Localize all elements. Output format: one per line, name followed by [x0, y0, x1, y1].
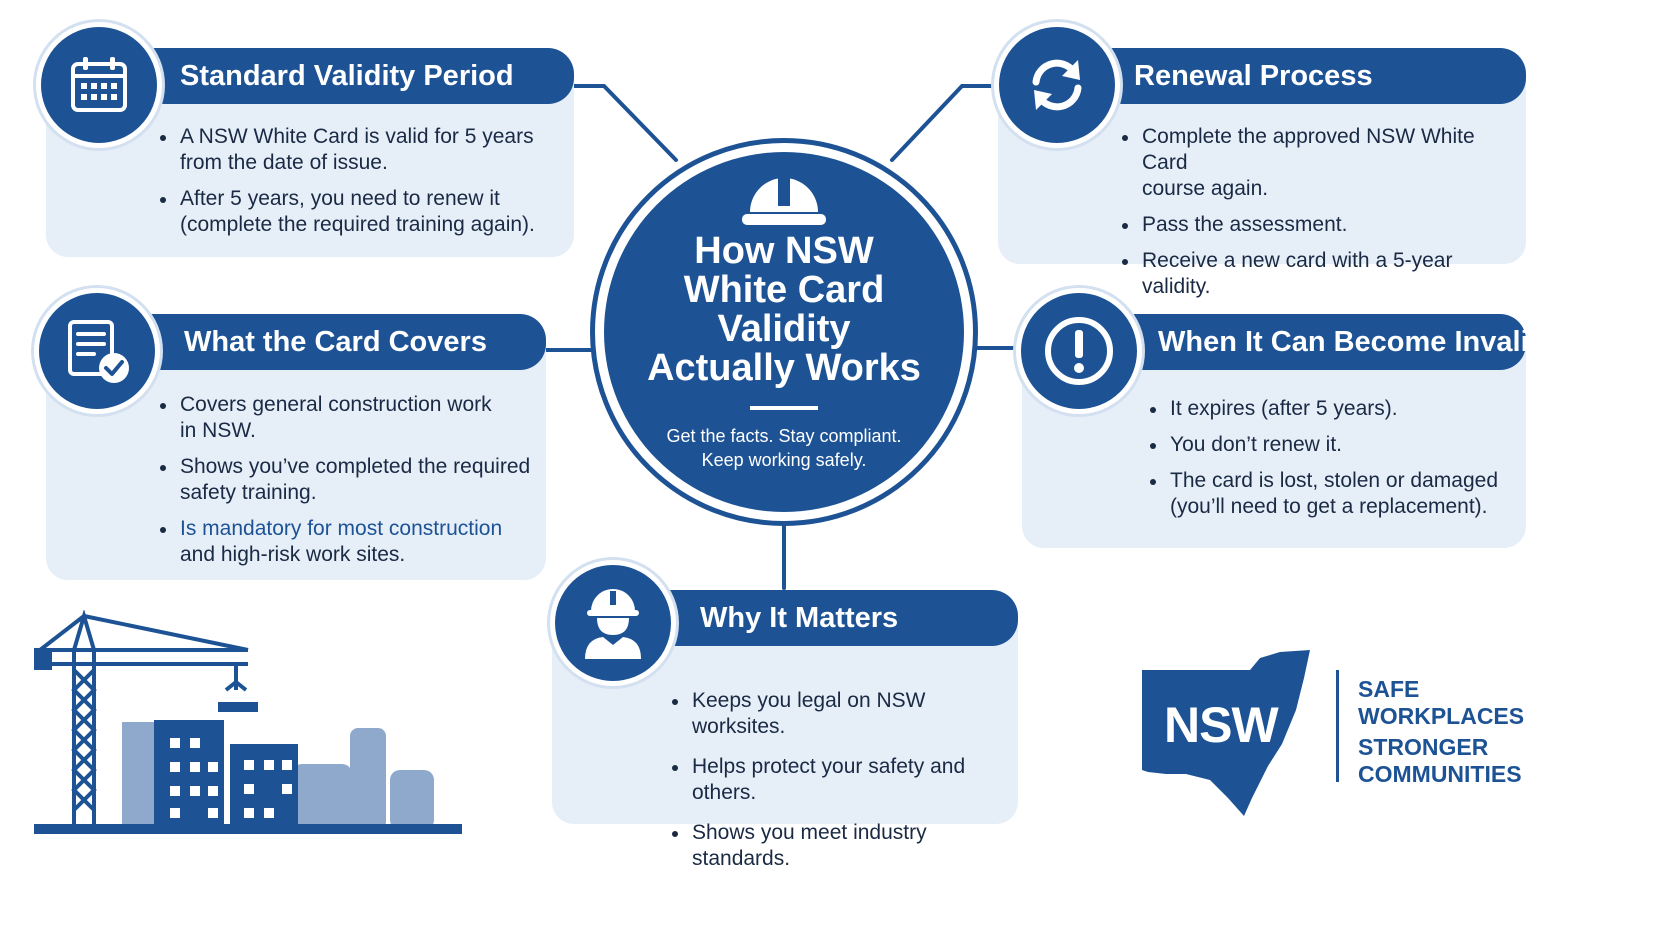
list-item: It expires (after 5 years).: [1146, 396, 1518, 422]
center-divider: [750, 406, 818, 410]
logo-divider: [1336, 670, 1339, 782]
nsw-map-logo: [1142, 650, 1310, 816]
renewal-header: Renewal Process: [1050, 48, 1526, 104]
coverage-header: What the Card Covers: [96, 314, 546, 370]
tagline: SAFE WORKPLACES STRONGER COMMUNITIES: [1358, 676, 1525, 787]
worker-icon: [585, 589, 641, 659]
list-item: The card is lost, stolen or damaged(you’…: [1146, 468, 1518, 520]
refresh-badge: [994, 22, 1120, 148]
coverage-title: What the Card Covers: [184, 325, 487, 358]
list-item: Shows you meet industry standards.: [668, 820, 1008, 872]
construction-crane-illustration: [34, 610, 462, 834]
nsw-logo-text: NSW: [1164, 697, 1279, 753]
list-item: Pass the assessment.: [1118, 212, 1518, 238]
document-badge: [34, 288, 160, 414]
document-check-icon: [68, 320, 129, 383]
renewal-title: Renewal Process: [1134, 59, 1373, 92]
exclamation-badge: [1016, 288, 1142, 414]
list-item: After 5 years, you need to renew it(comp…: [156, 186, 556, 238]
why-header: Why It Matters: [606, 590, 1018, 646]
center-subtitle: Get the facts. Stay compliant. Keep work…: [666, 426, 902, 470]
list-item: You don’t renew it.: [1146, 432, 1518, 458]
list-item: Helps protect your safety and others.: [668, 754, 1008, 806]
refresh-icon: [1032, 59, 1082, 111]
why-title: Why It Matters: [700, 601, 899, 634]
worker-badge: [550, 560, 676, 686]
calendar-badge: [36, 22, 162, 148]
exclamation-icon: [1045, 317, 1113, 385]
list-item: Receive a new card with a 5-year validit…: [1118, 248, 1518, 300]
list-item: Keeps you legal on NSW worksites.: [668, 688, 1008, 740]
standard-validity-title: Standard Validity Period: [180, 59, 514, 92]
standard-validity-header: Standard Validity Period: [96, 48, 574, 104]
invalid-header: When It Can Become Invalid: [1072, 314, 1546, 370]
center-title: How NSW White Card Validity Actually Wor…: [647, 230, 921, 389]
calendar-icon: [71, 57, 127, 112]
invalid-list: It expires (after 5 years). You don’t re…: [1146, 396, 1518, 530]
hard-hat-icon: [742, 176, 826, 225]
why-list: Keeps you legal on NSW worksites. Helps …: [668, 688, 1008, 882]
invalid-title: When It Can Become Invalid: [1158, 325, 1547, 358]
